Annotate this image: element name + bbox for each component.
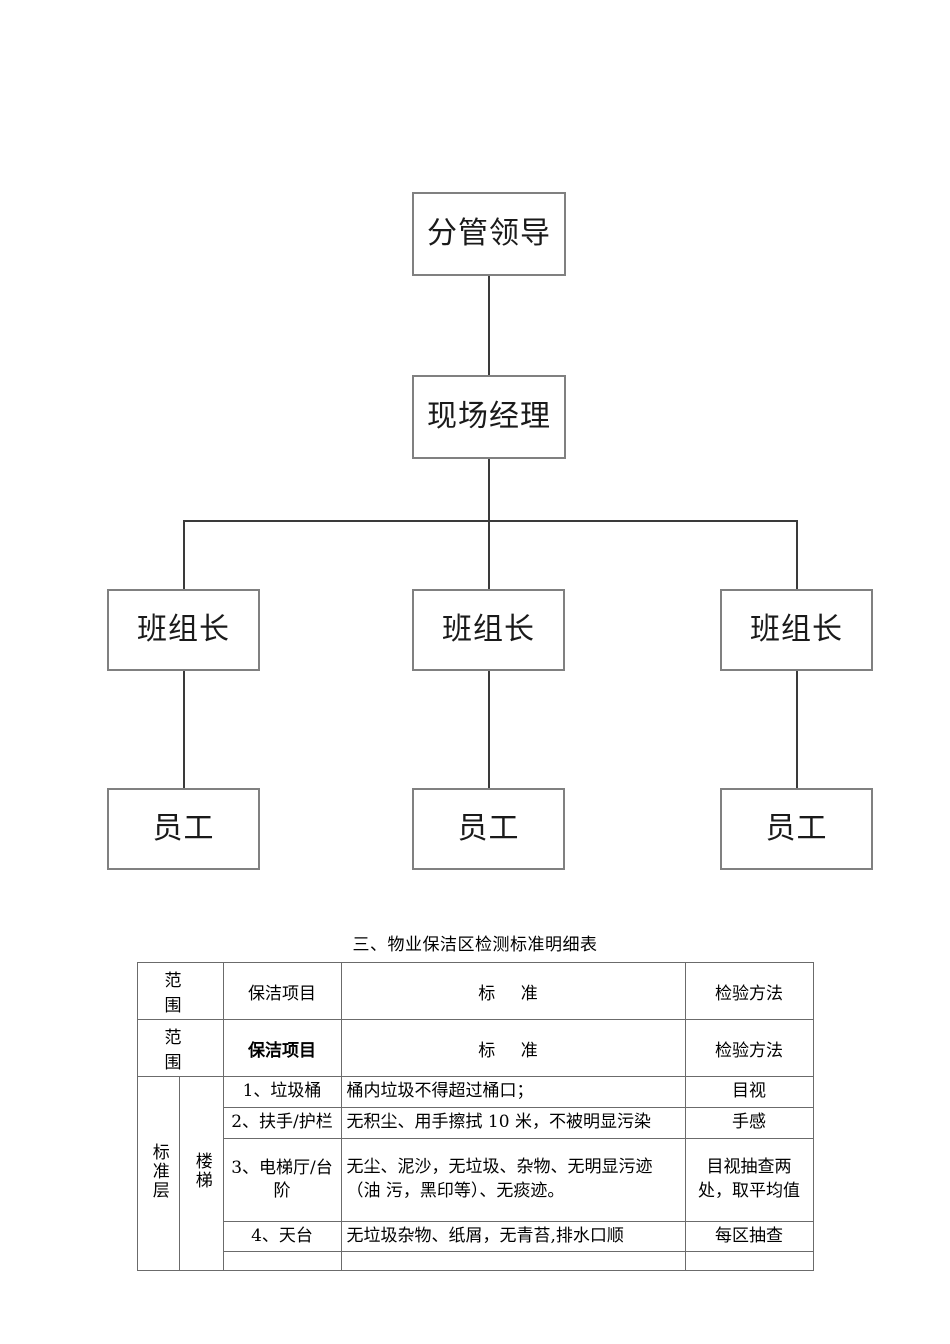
row-method: 每区抽查: [684, 1220, 814, 1253]
connector-foreman-1-to-staff-1: [183, 671, 185, 788]
org-node-leader: 分管领导: [412, 192, 566, 276]
connector-foreman-2-to-staff-2: [488, 671, 490, 788]
row-method: 手感: [684, 1106, 814, 1139]
header-range: 范 围: [136, 962, 224, 1020]
header-item: 保洁项目: [222, 1019, 342, 1077]
cleaning-standard-table: 范 围 保洁项目 标 准 检验方法 范 围 保洁项目 标 准 检验方法 标准层 …: [136, 962, 814, 1272]
org-node-foreman-3: 班组长: [720, 589, 873, 671]
org-node-foreman-1: 班组长: [107, 589, 260, 671]
table-header-row-1: 范 围 保洁项目 标 准 检验方法: [136, 962, 814, 1020]
header-standard: 标 准: [340, 962, 686, 1020]
header-item: 保洁项目: [222, 962, 342, 1020]
row-standard: 桶内垃圾不得超过桶口；: [340, 1076, 686, 1108]
connector-bus-to-foreman-1: [183, 520, 185, 589]
connector-bus-to-foreman-2: [488, 520, 490, 589]
table-title: 三、物业保洁区检测标准明细表: [352, 935, 598, 955]
row-item: 3、电梯厅/台阶: [222, 1137, 342, 1222]
row-item: 2、扶手/护栏: [222, 1106, 342, 1139]
connector-manager-to-bus: [488, 459, 490, 521]
org-node-staff-2: 员工: [412, 788, 565, 870]
header-method: 检验方法: [684, 1019, 814, 1077]
cleaning-standard-section: 三、物业保洁区检测标准明细表 范 围 保洁项目 标 准 检验方法 范 围 保洁项…: [0, 930, 950, 1272]
organization-chart: 分管领导 现场经理 班组长 班组长 班组长 员工 员工 员工: [107, 192, 873, 870]
group-label-outer-text: 标准层: [148, 1142, 169, 1200]
header-range: 范 围: [136, 1019, 224, 1077]
group-label-inner: 楼梯: [178, 1075, 224, 1272]
row-standard: 无尘、泥沙，无垃圾、杂物、无明显污迹（油 污，黑印等）、无痰迹。: [340, 1137, 686, 1222]
row-item: 1、垃圾桶: [222, 1076, 342, 1108]
org-node-staff-1: 员工: [107, 788, 260, 870]
org-node-label: 分管领导: [427, 216, 551, 251]
table-row: 2、扶手/护栏 无积尘、用手擦拭 10 米，不被明显污染 手感: [137, 1106, 814, 1139]
spacer-standard: [340, 1251, 686, 1272]
row-method: 目视: [684, 1076, 814, 1108]
connector-bus-horizontal: [184, 520, 798, 522]
org-node-foreman-2: 班组长: [412, 589, 565, 671]
org-node-label: 班组长: [442, 612, 535, 647]
org-node-label: 员工: [457, 811, 520, 846]
org-node-label: 现场经理: [427, 399, 551, 434]
table-row: 3、电梯厅/台阶 无尘、泥沙，无垃圾、杂物、无明显污迹（油 污，黑印等）、无痰迹…: [137, 1137, 814, 1222]
connector-foreman-3-to-staff-3: [796, 671, 798, 788]
spacer-item: [222, 1251, 342, 1272]
org-node-label: 班组长: [750, 612, 843, 647]
row-method: 目视抽查两处，取平均值: [684, 1137, 814, 1222]
row-item: 4、天台: [222, 1220, 342, 1253]
org-node-label: 员工: [765, 811, 828, 846]
table-header-row-2: 范 围 保洁项目 标 准 检验方法: [136, 1019, 814, 1077]
header-method: 检验方法: [684, 962, 814, 1020]
row-standard: 无积尘、用手擦拭 10 米，不被明显污染: [340, 1106, 686, 1139]
connector-leader-to-manager: [488, 276, 490, 375]
table-row: 4、天台 无垃圾杂物、纸屑，无青苔,排水口顺 每区抽查: [137, 1220, 814, 1253]
table-row: 标准层 楼梯 1、垃圾桶 桶内垃圾不得超过桶口； 目视: [136, 1075, 814, 1272]
group-label-outer: 标准层: [136, 1075, 180, 1272]
org-node-label: 班组长: [137, 612, 230, 647]
header-standard: 标 准: [340, 1019, 686, 1077]
org-node-staff-3: 员工: [720, 788, 873, 870]
table-row-spacer: [137, 1251, 814, 1272]
spacer-method: [684, 1251, 814, 1272]
org-node-manager: 现场经理: [412, 375, 566, 459]
group-label-inner-text: 楼梯: [191, 1152, 212, 1191]
org-node-label: 员工: [152, 811, 215, 846]
connector-bus-to-foreman-3: [796, 520, 798, 589]
row-standard: 无垃圾杂物、纸屑，无青苔,排水口顺: [340, 1220, 686, 1253]
